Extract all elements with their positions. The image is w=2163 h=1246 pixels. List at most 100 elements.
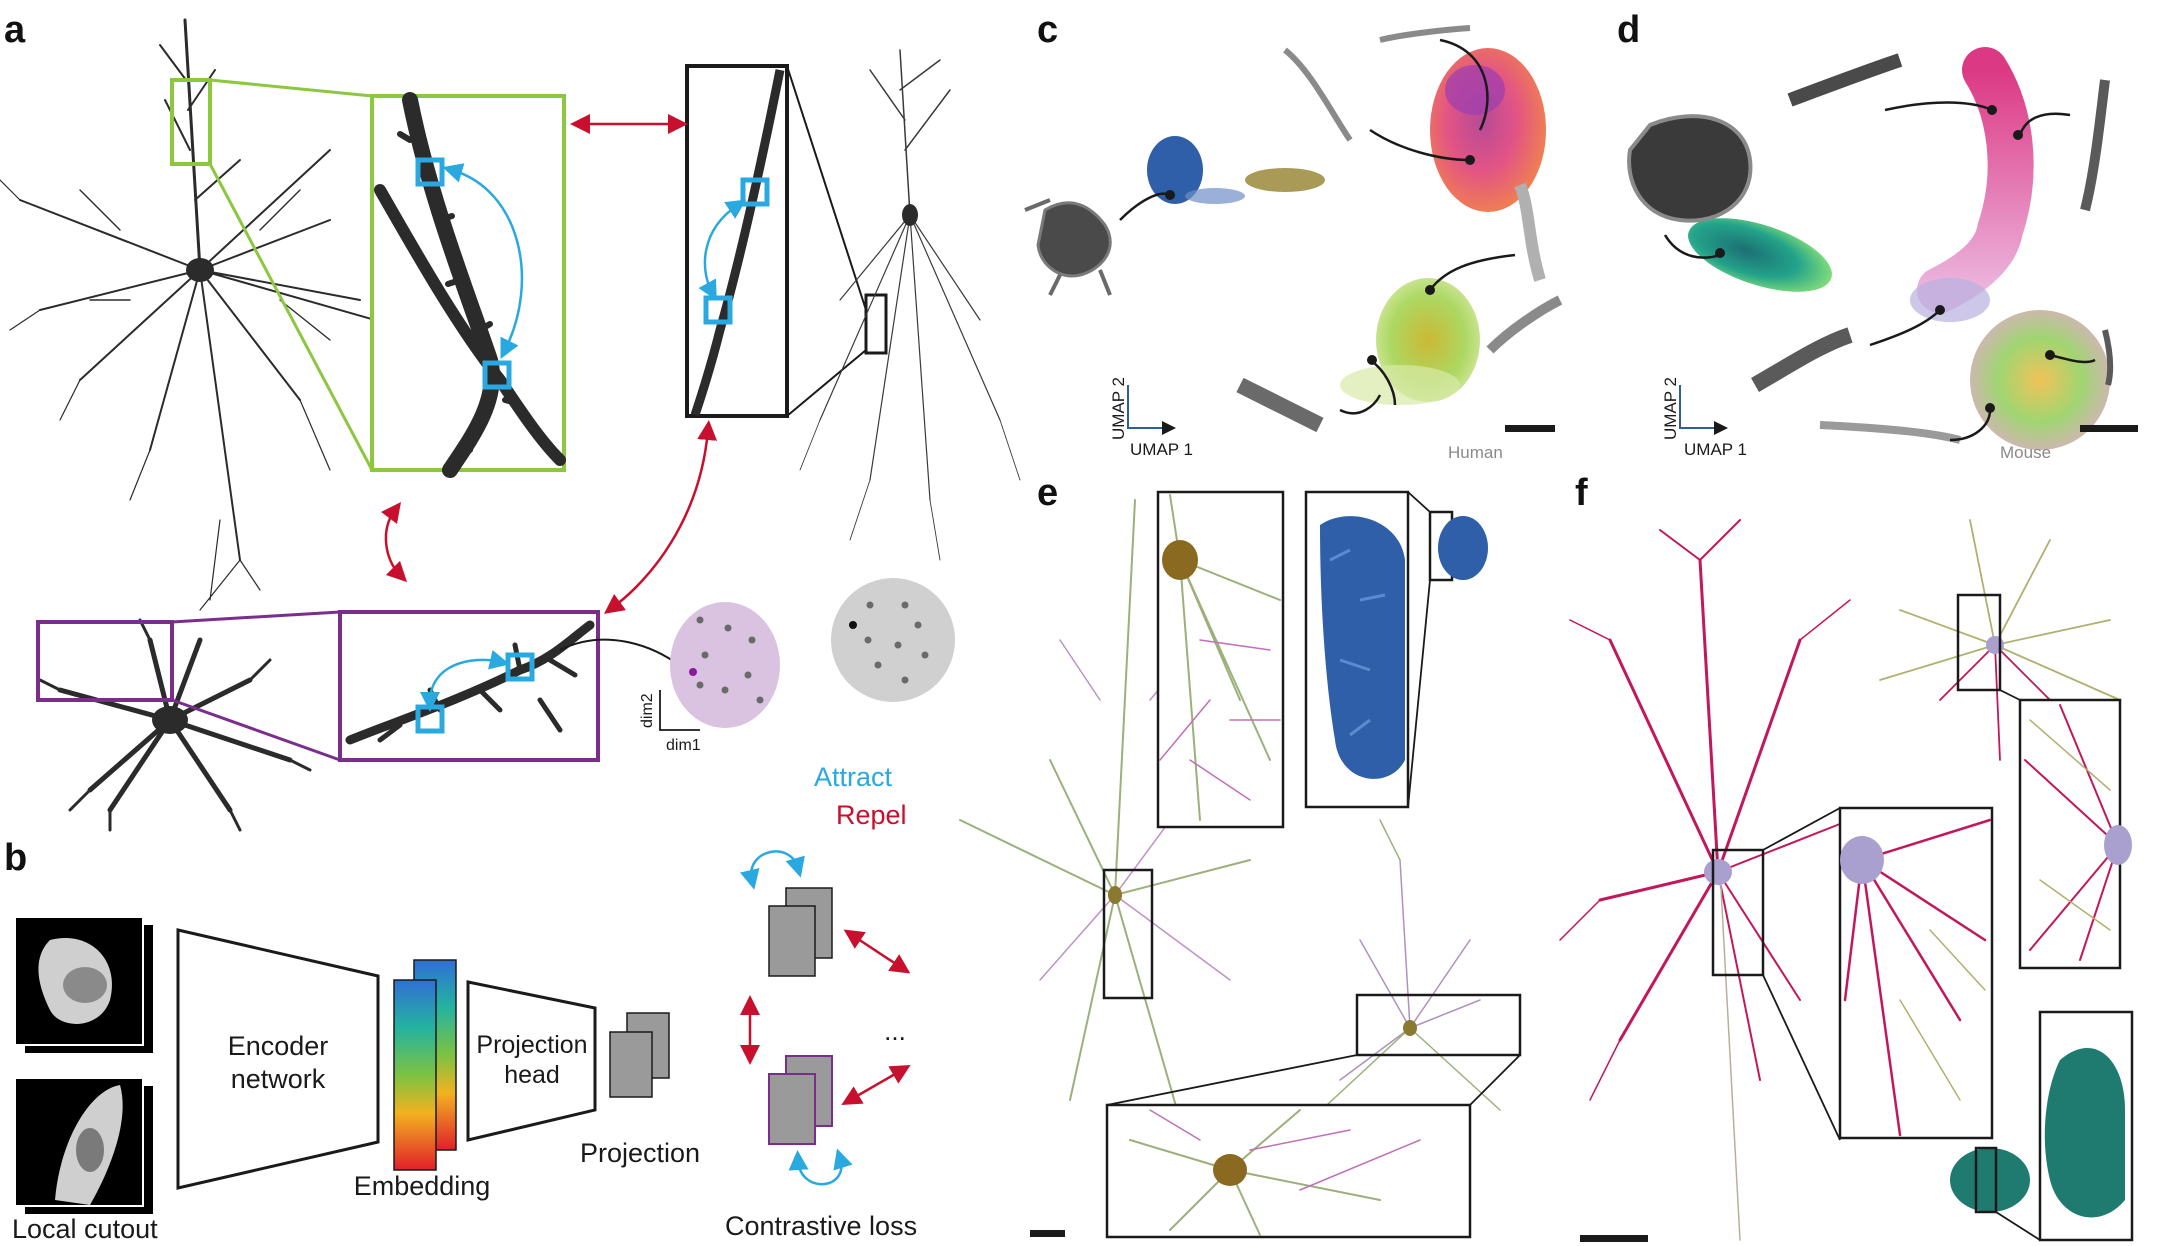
neuron-trace-e-right	[1299, 819, 1501, 1131]
umap-axis-x-c: UMAP 1	[1130, 440, 1193, 459]
contrastive-ellipsis: ...	[884, 1016, 906, 1046]
thin-pyramidal-neuron-illustration	[799, 49, 1021, 561]
embedding-label: Embedding	[354, 1171, 491, 1201]
inset-box-f-soma-small	[1711, 848, 1765, 977]
embedding-points-gray	[864, 601, 929, 684]
repel-label: Repel	[836, 800, 907, 830]
embedding-vector-front	[393, 979, 437, 1171]
umap-cluster-mouse-teal	[1688, 218, 1832, 292]
umap-cluster-human-olive	[1245, 168, 1325, 192]
zoom-box-purple-small	[36, 620, 174, 702]
soma-f-top	[1986, 636, 2004, 654]
umap-axis-x-d: UMAP 1	[1684, 440, 1747, 459]
cutout-mouse-dendrite-1	[1787, 53, 1903, 107]
dim2-label: dim2	[639, 693, 656, 728]
inset-box-f-top-small	[1956, 593, 2002, 692]
scale-bar-f	[1580, 1235, 1648, 1242]
encoder-network-shape	[176, 928, 380, 1190]
projection-head-shape	[466, 980, 597, 1142]
inset-box-e-soma-small	[1102, 868, 1154, 1000]
inset-box-e-soma2-zoom	[1105, 1103, 1472, 1239]
inset-box-f-glia-small	[1974, 1146, 1998, 1214]
species-label-human: Human	[1448, 443, 1503, 462]
panel-d: d UMAP 1 UMAP 2 Mouse	[1617, 9, 2138, 462]
encoder-label-line2: network	[231, 1064, 326, 1094]
soma-f-left	[1704, 859, 1732, 885]
cutout-human-dendrite-3	[1514, 182, 1546, 282]
projection-head-label-line2: head	[504, 1061, 560, 1089]
species-label-mouse: Mouse	[2000, 443, 2051, 462]
contrastive-loss-label: Contrastive loss	[725, 1211, 917, 1241]
panel-label-a: a	[4, 9, 26, 51]
panel-f: f	[1559, 472, 2134, 1242]
panel-e: e	[959, 472, 1522, 1239]
panel-label-d: d	[1617, 9, 1640, 51]
attract-arrow-purple	[420, 649, 510, 712]
panel-label-f: f	[1575, 472, 1588, 514]
encoder-label-line1: Encoder	[228, 1031, 329, 1061]
top-zoom-f	[2024, 704, 2119, 961]
panel-label-b: b	[4, 837, 27, 879]
panel-label-e: e	[1037, 472, 1058, 514]
panel-label-c: c	[1037, 9, 1058, 51]
local-cutout-stack-top	[14, 916, 153, 1053]
umap-cluster-mouse-bottom	[1970, 310, 2110, 450]
projection-head-label-line1: Projection	[476, 1031, 587, 1059]
inset-box-e-soma2-small	[1355, 993, 1522, 1057]
pyramidal-neuron-illustration	[0, 18, 411, 611]
crop-square-black-1	[740, 177, 770, 207]
scale-bar-e	[1030, 1230, 1065, 1237]
umap-axes-c	[1127, 385, 1176, 435]
panel-b: b ... Local cutout Encoder network Embed…	[4, 837, 917, 1244]
scale-bar-c	[1505, 425, 1555, 432]
umap-axes-d	[1679, 385, 1728, 435]
repel-arrow-right	[603, 420, 718, 614]
repel-arrow-left	[381, 501, 408, 583]
attract-arrow-black	[698, 199, 747, 301]
panel-c: c UMAP 1 UMAP 2 Human	[1024, 9, 1563, 462]
embedding-points-lilac	[696, 616, 764, 704]
umap-axis-y-d: UMAP 2	[1661, 377, 1680, 440]
zoom-box-black-small	[864, 293, 888, 355]
embedding-cluster-gray	[831, 578, 955, 702]
projection-label: Projection	[580, 1138, 700, 1168]
contrastive-repel-bottom-right	[841, 1065, 911, 1105]
contrastive-pair-bottom-front	[768, 1073, 816, 1145]
projection-vector-front	[609, 1031, 653, 1098]
zoom-box-green-small	[170, 78, 212, 166]
embedding-point-query	[689, 668, 697, 676]
cutout-human-dendrite-1	[1283, 47, 1353, 142]
crop-square-green-2	[482, 360, 512, 390]
inset-box-f-top-zoom	[2018, 698, 2122, 970]
embedding-point-black	[849, 621, 857, 629]
local-cutout-label: Local cutout	[12, 1214, 158, 1244]
neuron-trace-f-magenta	[1559, 519, 1851, 1241]
soma-zoom-f	[1843, 818, 1992, 1137]
cutout-human-axon	[1236, 377, 1324, 433]
umap-cluster-mouse-top	[1917, 47, 2034, 313]
umap-axis-y-c: UMAP 2	[1109, 377, 1128, 440]
soma2-zoom-e	[1129, 1109, 1421, 1236]
glia-zoom-e	[1320, 516, 1405, 779]
panel-a: a	[0, 9, 1021, 832]
soma-zoom-e	[1159, 494, 1281, 821]
cutout-mouse-dendrite-4	[1819, 421, 1962, 444]
glia-zoom-f	[2044, 1048, 2125, 1218]
contrastive-attract-top	[740, 850, 805, 890]
zoom-box-green-dendrite	[370, 94, 566, 472]
embedding-axes	[659, 690, 700, 731]
crop-square-green-1	[415, 157, 445, 187]
cutout-mouse-glia	[1627, 114, 1753, 223]
glia-f-small	[1950, 1148, 2030, 1212]
scale-bar-d	[2080, 425, 2138, 432]
contrastive-pair-top-front	[768, 905, 816, 977]
cutout-mouse-axon	[1751, 327, 1853, 392]
embedding-cluster-lilac	[670, 602, 780, 728]
cutout-mouse-dendrite-3	[2102, 329, 2114, 386]
local-cutout-stack-bottom	[14, 1077, 153, 1214]
dim1-label: dim1	[666, 737, 701, 754]
cutout-human-glia	[1036, 201, 1112, 278]
umap-cluster-human-blue	[1147, 136, 1203, 204]
cutout-mouse-dendrite-2	[2080, 79, 2110, 212]
